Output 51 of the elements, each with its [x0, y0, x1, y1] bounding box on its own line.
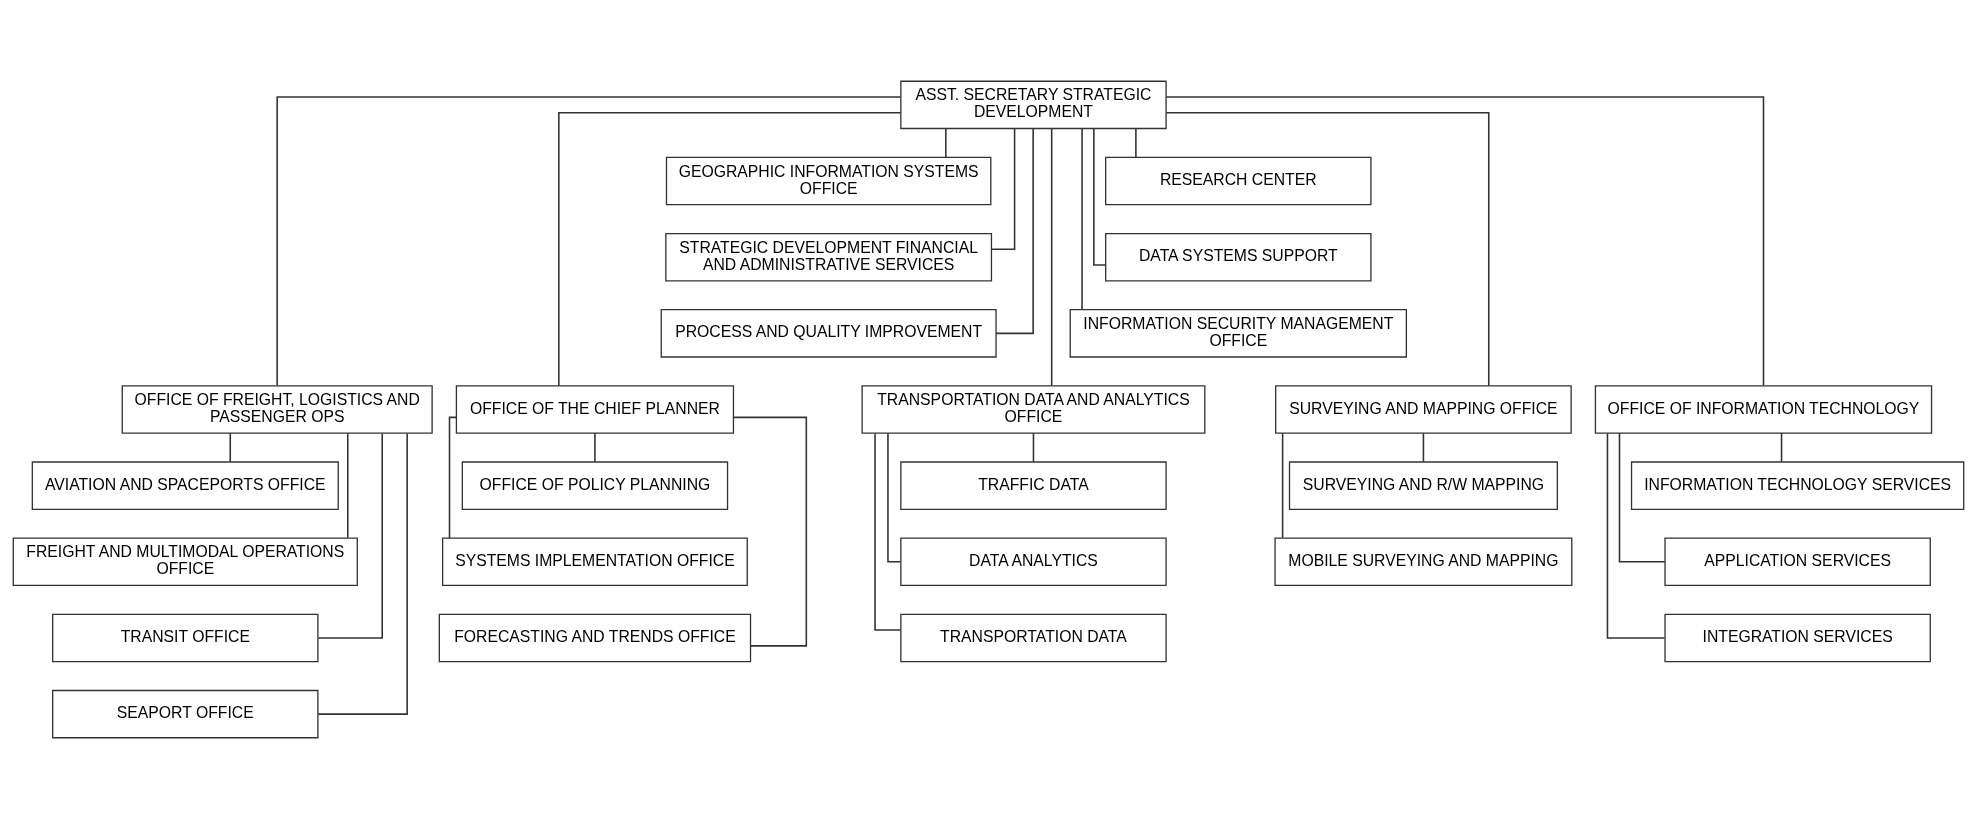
node-box: GEOGRAPHIC INFORMATION SYSTEMS OFFICE [665, 156, 992, 206]
node-box: MOBILE SURVEYING AND MAPPING [1274, 537, 1573, 587]
connector [945, 127, 947, 158]
node-box: OFFICE OF POLICY PLANNING [461, 461, 729, 510]
connector [1606, 432, 1666, 639]
connector [229, 432, 232, 463]
node-box: TRAFFIC DATA [900, 461, 1167, 510]
connector [991, 127, 1016, 251]
connector [558, 111, 902, 387]
node-box: STRATEGIC DEVELOPMENT FINANCIAL AND ADMINISTRATIVE SERVICES [665, 232, 993, 282]
node-box: INTEGRATION SERVICES [1664, 613, 1931, 663]
connector [1050, 128, 1053, 387]
connector [1165, 111, 1490, 387]
node-box: OFFICE OF INFORMATION TECHNOLOGY [1594, 385, 1933, 434]
connector [1165, 96, 1765, 387]
connector [732, 416, 808, 647]
connector [1281, 432, 1284, 539]
connector [995, 128, 1034, 335]
connector [317, 432, 408, 715]
node-box: FREIGHT AND MULTIMODAL OPERATIONS OFFICE [12, 537, 358, 587]
node-box: APPLICATION SERVICES [1664, 537, 1931, 587]
node-box: TRANSIT OFFICE [52, 613, 319, 663]
node-box: TRANSPORTATION DATA AND ANALYTICS OFFICE [861, 385, 1206, 434]
connector [887, 432, 902, 563]
node-box: DATA ANALYTICS [900, 537, 1167, 587]
node-box: OFFICE OF FREIGHT, LOGISTICS AND PASSENGER OPS [121, 385, 433, 434]
node-box: OFFICE OF THE CHIEF PLANNER [455, 385, 735, 434]
connector [1093, 127, 1106, 266]
node-box: AVIATION AND SPACEPORTS OFFICE [31, 461, 339, 510]
connector [317, 432, 384, 639]
connector [1422, 432, 1425, 463]
connector [1081, 128, 1083, 311]
node-box: SURVEYING AND MAPPING OFFICE [1275, 385, 1572, 434]
node-box: INFORMATION SECURITY MANAGEMENT OFFICE [1069, 309, 1407, 358]
node-box: TRANSPORTATION DATA [900, 613, 1167, 663]
node-box: SEAPORT OFFICE [52, 689, 319, 739]
node-box: RESEARCH CENTER [1105, 156, 1372, 206]
node-box: PROCESS AND QUALITY IMPROVEMENT [660, 309, 997, 358]
connector [1618, 432, 1666, 563]
connector [1780, 432, 1783, 463]
node-box: FORECASTING AND TRENDS OFFICE [438, 613, 752, 663]
node-box: INFORMATION TECHNOLOGY SERVICES [1630, 461, 1965, 510]
connector [594, 432, 596, 463]
connector [1135, 127, 1137, 158]
node-box: ASST. SECRETARY STRATEGIC DEVELOPMENT [900, 80, 1167, 130]
node-box: SURVEYING AND R/W MAPPING [1288, 461, 1558, 510]
connector [276, 96, 902, 387]
node-box: SYSTEMS IMPLEMENTATION OFFICE [441, 537, 748, 587]
connector [1032, 432, 1035, 463]
connector [346, 432, 349, 539]
node-box: DATA SYSTEMS SUPPORT [1105, 232, 1372, 282]
